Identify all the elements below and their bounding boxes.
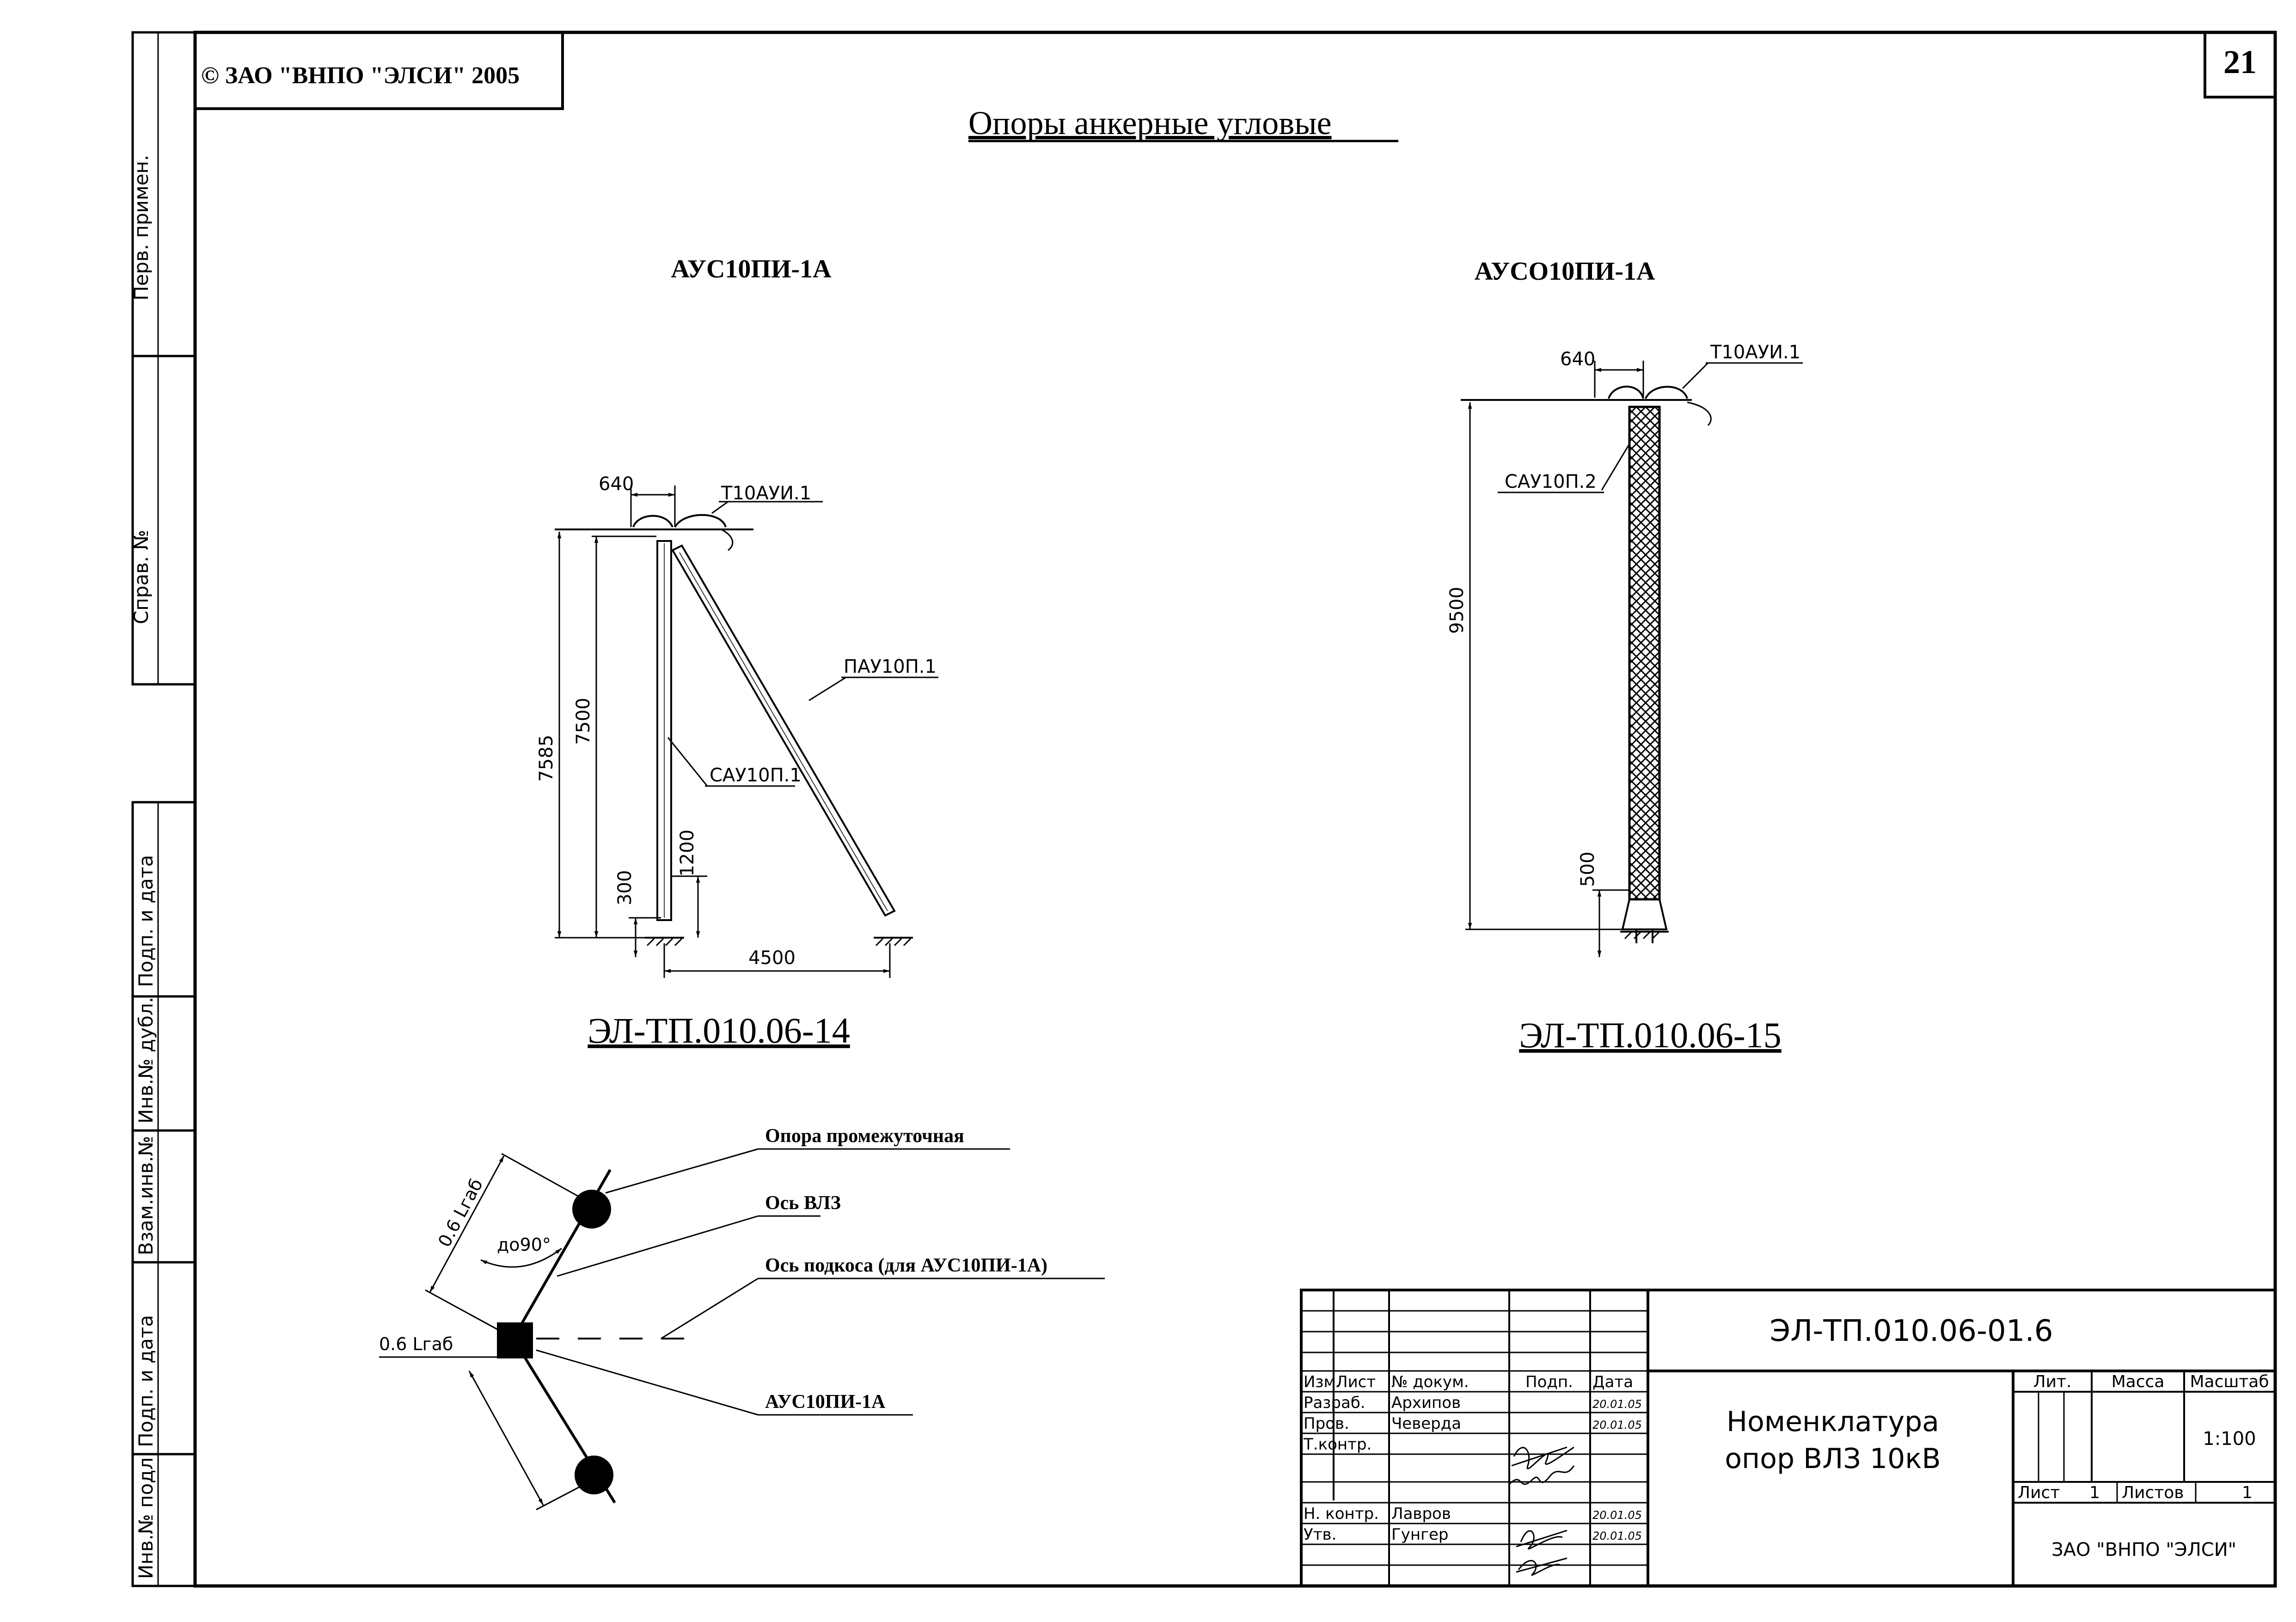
row-nkontr-date: 20.01.05 — [1592, 1509, 1642, 1522]
left-post-label: САУ10П.1 — [710, 765, 802, 786]
label-strut-axis: Ось подкоса (для АУС10ПИ-1А) — [765, 1255, 1047, 1276]
right-post-label: САУ10П.2 — [1505, 471, 1597, 492]
right-doc-ref: ЭЛ-ТП.010.06-15 — [1519, 1015, 1781, 1055]
row-utv: Утв. — [1304, 1525, 1336, 1544]
right-traverse-label: Т10АУИ.1 — [1710, 342, 1800, 363]
left-dim-7500: 7500 — [573, 698, 594, 745]
left-dim-640: 640 — [599, 473, 634, 495]
row-utv-date: 20.01.05 — [1592, 1530, 1642, 1542]
page-title: Опоры анкерные угловые — [968, 104, 1332, 141]
title-block — [1300, 1289, 2277, 1587]
doc-code: ЭЛ-ТП.010.06-01.6 — [1770, 1314, 2053, 1348]
sheet-number: 21 — [2223, 43, 2257, 80]
left-dim-1200: 1200 — [677, 829, 698, 877]
plan-dim-b: 0.6 Lгаб — [379, 1334, 453, 1354]
row-razrab: Разраб. — [1304, 1394, 1365, 1412]
intermediate-support-top — [572, 1190, 611, 1229]
scale-value: 1:100 — [2203, 1428, 2256, 1450]
list-label: Лист — [2018, 1483, 2060, 1502]
plan-dim-a: 0.6 Lгаб — [434, 1175, 487, 1250]
row-razrab-date: 20.01.05 — [1592, 1398, 1642, 1411]
left-drawing: АУС10ПИ-1А 640 Т10АУИ.1 ПАУ10П.1 САУ10П.… — [536, 255, 938, 1051]
col-doc: № докум. — [1391, 1373, 1469, 1391]
anchor-support-symbol — [497, 1322, 533, 1358]
listov-label: Листов — [2122, 1483, 2184, 1502]
left-drawing-name: АУС10ПИ-1А — [671, 255, 832, 283]
org-name: ЗАО "ВНПО "ЭЛСИ" — [2051, 1539, 2236, 1561]
col-data: Дата — [1592, 1373, 1633, 1391]
stamp-sprav-no: Справ. № — [130, 530, 153, 624]
right-drawing: АУСО10ПИ-1А 640 Т10АУИ.1 САУ10П.2 9500 5… — [1446, 257, 1803, 1055]
list-value: 1 — [2089, 1483, 2100, 1502]
stamp-perv-primen: Перв. примен. — [130, 155, 153, 301]
label-axis: Ось ВЛЗ — [765, 1192, 841, 1214]
right-dim-640: 640 — [1560, 349, 1595, 370]
stamp-vzam-inv: Взам.инв.№ — [135, 1136, 157, 1255]
intermediate-support-bottom — [575, 1456, 613, 1494]
right-drawing-name: АУСО10ПИ-1А — [1475, 257, 1655, 286]
row-tkontr: Т.контр. — [1303, 1435, 1371, 1454]
row-utv-name: Гунгер — [1391, 1525, 1448, 1544]
massa-label: Масса — [2112, 1372, 2165, 1391]
row-prov-name: Чеверда — [1391, 1414, 1461, 1433]
row-nkontr: Н. контр. — [1304, 1505, 1379, 1523]
row-nkontr-name: Лавров — [1391, 1505, 1451, 1523]
left-dim-7585: 7585 — [536, 735, 557, 782]
signatures — [1508, 1446, 1575, 1576]
row-prov: Пров. — [1304, 1414, 1349, 1433]
left-dim-4500: 4500 — [748, 947, 796, 969]
masshtab-label: Масштаб — [2190, 1372, 2269, 1391]
sheet-frame — [131, 31, 2277, 1588]
stamp-podp-data-2: Подп. и дата — [135, 1315, 157, 1447]
stamp-podp-data-1: Подп. и дата — [135, 855, 157, 987]
right-dim-9500: 9500 — [1446, 587, 1468, 634]
row-prov-date: 20.01.05 — [1592, 1419, 1642, 1432]
lit-label: Лит. — [2033, 1372, 2072, 1391]
plan-view: 0.6 Lгаб до90° 0.6 Lгаб Опора промежуточ… — [379, 1125, 1105, 1511]
stamp-inv-podl: Инв.№ подл. — [135, 1451, 157, 1579]
col-izm: Изм. — [1304, 1373, 1341, 1391]
doc-name-line2: опор ВЛЗ 10кВ — [1725, 1443, 1941, 1475]
listov-value: 1 — [2242, 1483, 2253, 1502]
right-dim-500: 500 — [1577, 852, 1598, 887]
left-traverse-label: Т10АУИ.1 — [721, 483, 811, 504]
left-strut-label: ПАУ10П.1 — [844, 656, 937, 677]
row-razrab-name: Архипов — [1391, 1394, 1461, 1412]
label-support: АУС10ПИ-1А — [765, 1391, 886, 1413]
col-podp: Подп. — [1525, 1373, 1573, 1391]
title-block-text: ЭЛ-ТП.010.06-01.6 Номенклатура опор ВЛЗ … — [1303, 1314, 2269, 1561]
plan-angle: до90° — [497, 1235, 551, 1255]
left-doc-ref: ЭЛ-ТП.010.06-14 — [588, 1010, 850, 1051]
left-dim-300: 300 — [614, 870, 636, 905]
doc-name-line1: Номенклатура — [1727, 1406, 1939, 1438]
label-intermediate-support: Опора промежуточная — [765, 1125, 964, 1147]
side-stamps: Перв. примен. Справ. № Подп. и дата Инв.… — [130, 155, 157, 1579]
copyright-label: © ЗАО "ВНПО "ЭЛСИ" 2005 — [201, 62, 520, 89]
col-list: Лист — [1336, 1373, 1376, 1391]
stamp-inv-dubl: Инв.№ дубл. — [135, 997, 157, 1124]
